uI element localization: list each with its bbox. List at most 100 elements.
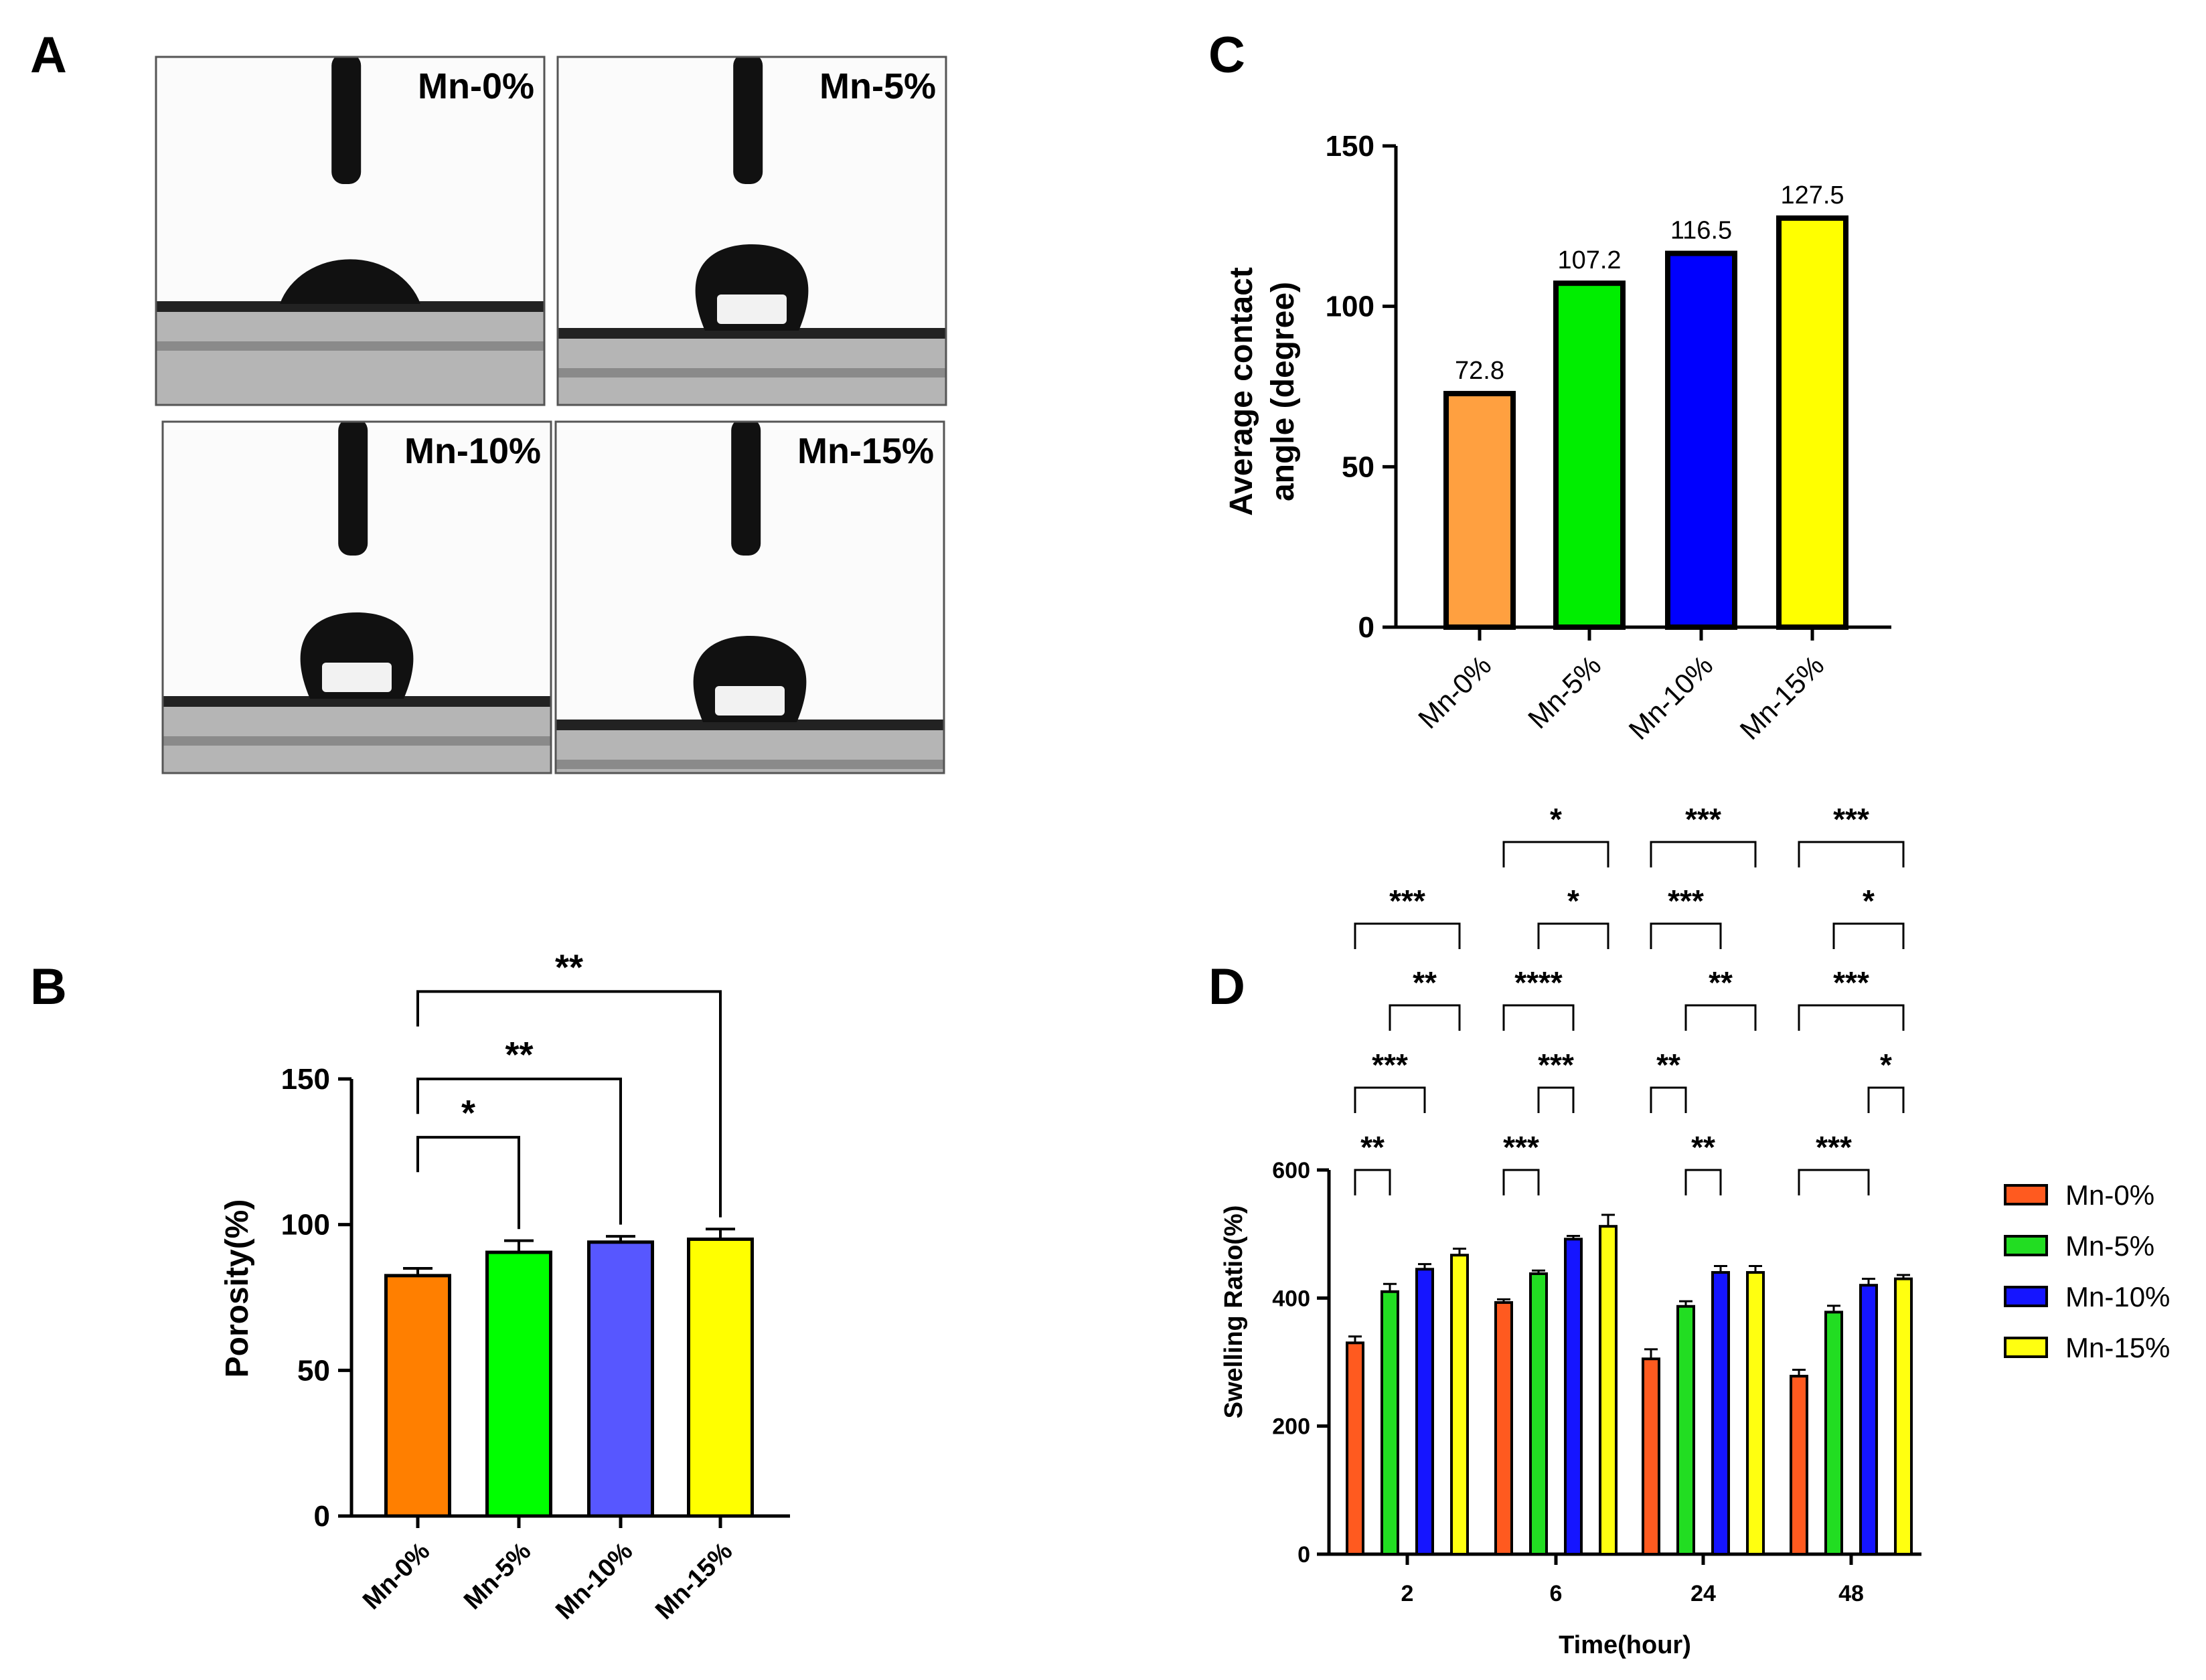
swelling-y-axis-label: Swelling Ratio(%) — [1220, 1205, 1248, 1419]
substrate-stripe — [163, 736, 551, 746]
legend-swatch — [2004, 1235, 2048, 1256]
y-tick-label: 0 — [1358, 611, 1374, 644]
significance-bracket — [1502, 1169, 1540, 1195]
data-label: 116.5 — [1670, 217, 1732, 245]
bar — [1381, 1290, 1399, 1556]
significance-label: ** — [1656, 1047, 1680, 1082]
photo-border — [161, 420, 552, 774]
contact-angle-chart: Average contact angle (degree) 050100150… — [1224, 130, 1891, 746]
bar — [1676, 1305, 1695, 1556]
data-label: 107.2 — [1557, 246, 1621, 274]
significance-label: * — [1863, 884, 1875, 918]
legend-swatch — [2004, 1337, 2048, 1358]
significance-bracket — [1650, 922, 1722, 949]
photo-content — [558, 57, 946, 405]
syringe-needle — [731, 422, 761, 556]
substrate-stripe — [556, 760, 944, 769]
significance-bracket — [1354, 1086, 1426, 1113]
bar — [1665, 250, 1737, 630]
bar — [1711, 1271, 1730, 1556]
bar — [1553, 280, 1626, 630]
panel-letter-c: C — [1208, 27, 1245, 84]
bar — [1599, 1225, 1618, 1556]
y-tick-label: 150 — [1326, 130, 1374, 163]
significance-label: ** — [1691, 1130, 1715, 1165]
bar — [384, 1274, 451, 1518]
x-tick-label: Mn-10% — [550, 1537, 638, 1625]
substrate-edge — [156, 301, 544, 312]
x-tick-label: Mn-10% — [1623, 649, 1719, 746]
y-tick-label: 100 — [1326, 290, 1374, 323]
y-tick-label: 100 — [281, 1209, 330, 1242]
data-label: 127.5 — [1780, 181, 1844, 209]
photo-label: Mn-0% — [418, 66, 534, 106]
droplet-highlight — [715, 686, 785, 716]
porosity-y-axis-label: Porosity(%) — [220, 1199, 255, 1378]
photo-label: Mn-10% — [404, 431, 541, 471]
significance-label: * — [1550, 802, 1562, 837]
y-tick-label: 200 — [1272, 1414, 1310, 1440]
x-tick-label: Mn-5% — [1522, 649, 1607, 734]
significance-label: ** — [505, 1035, 533, 1075]
legend-swatch — [2004, 1184, 2048, 1205]
syringe-needle — [338, 422, 368, 556]
significance-bracket — [1537, 922, 1609, 949]
syringe-needle — [733, 57, 763, 184]
significance-bracket — [416, 990, 722, 1217]
photo-content — [156, 57, 544, 405]
significance-bracket — [1798, 841, 1905, 867]
photo-3: Mn-15% — [554, 420, 945, 774]
legend-label: Mn-15% — [2065, 1332, 2170, 1363]
significance-bracket — [416, 1078, 622, 1225]
significance-bracket — [1502, 1004, 1575, 1031]
y-tick-label: 0 — [1297, 1542, 1310, 1568]
x-tick-label: Mn-15% — [650, 1537, 738, 1625]
x-tick-label: Mn-5% — [459, 1537, 536, 1615]
panel-letter-b: B — [30, 958, 67, 1015]
significance-label: **** — [1514, 965, 1563, 1000]
photo-2: Mn-10% — [161, 420, 552, 774]
contact-angle-y-axis-label-line1: Average contact — [1224, 267, 1259, 516]
significance-bracket — [1684, 1004, 1757, 1031]
bar — [1790, 1375, 1808, 1556]
significance-bracket — [1650, 1086, 1687, 1113]
significance-bracket — [1650, 841, 1757, 867]
data-label: 72.8 — [1455, 357, 1504, 385]
bar — [1450, 1254, 1469, 1556]
panel-letter-d: D — [1208, 958, 1245, 1015]
bar — [1346, 1341, 1364, 1556]
legend-label: Mn-0% — [2065, 1179, 2154, 1211]
significance-bracket — [1867, 1086, 1905, 1113]
significance-bracket — [1684, 1169, 1722, 1195]
significance-label: *** — [1833, 802, 1869, 837]
significance-label: ** — [555, 947, 583, 987]
swelling-ratio-chart: Swelling Ratio(%) Time(hour) 02004006002… — [1220, 802, 2170, 1659]
bar — [1415, 1268, 1434, 1556]
significance-label: *** — [1685, 802, 1721, 837]
significance-bracket — [1502, 841, 1609, 867]
legend-label: Mn-10% — [2065, 1281, 2170, 1313]
substrate — [156, 301, 544, 405]
significance-label: *** — [1816, 1130, 1852, 1165]
swelling-x-axis-label: Time(hour) — [1559, 1631, 1691, 1659]
substrate — [163, 696, 551, 773]
bar — [1776, 215, 1848, 631]
x-tick-label: Mn-15% — [1734, 649, 1830, 746]
significance-label: *** — [1389, 884, 1425, 918]
significance-bracket — [1832, 922, 1905, 949]
legend-label: Mn-5% — [2065, 1230, 2154, 1262]
significance-label: * — [461, 1093, 475, 1133]
y-tick-label: 0 — [314, 1500, 330, 1533]
legend-swatch — [2004, 1286, 2048, 1307]
significance-bracket — [1798, 1169, 1870, 1195]
water-droplet — [280, 259, 420, 304]
substrate-edge — [558, 328, 946, 339]
y-tick-label: 600 — [1272, 1158, 1310, 1183]
substrate-edge — [556, 720, 944, 730]
significance-bracket — [1354, 922, 1461, 949]
droplet-highlight — [717, 295, 787, 324]
significance-label: *** — [1833, 965, 1869, 1000]
photo-border — [554, 420, 945, 774]
droplet-highlight — [322, 663, 392, 692]
x-tick-label: 48 — [1838, 1581, 1864, 1606]
